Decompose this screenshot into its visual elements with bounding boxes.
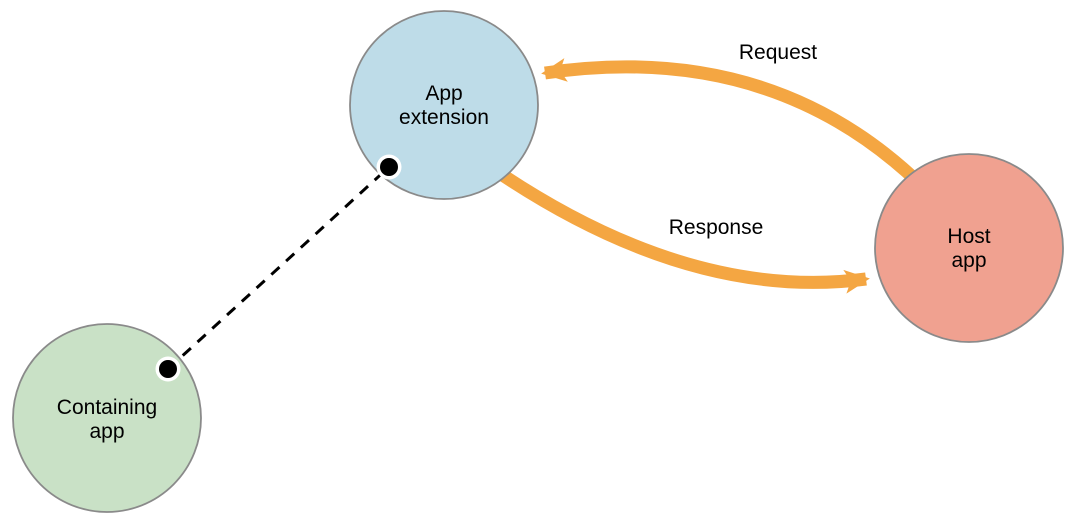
- containing-endpoint-dot: [159, 360, 177, 378]
- response-arrow: [491, 164, 870, 294]
- host-app-node: [874, 153, 1064, 343]
- extension-endpoint-dot: [380, 158, 398, 176]
- host-app-label-line2: app: [951, 249, 986, 272]
- containing-app-node: [12, 323, 202, 513]
- host-app-label-line1: Host: [947, 225, 990, 248]
- app-extension-label-line1: App: [425, 82, 462, 105]
- containing-to-extension-connector: [166, 165, 391, 371]
- app-extension-label-line2: extension: [399, 106, 489, 129]
- containing-app-label-line1: Containing: [57, 396, 157, 419]
- request-label: Request: [739, 41, 817, 64]
- containing-app-label-line2: app: [89, 420, 124, 443]
- app-extension-node: [349, 10, 539, 200]
- response-label: Response: [669, 216, 764, 239]
- request-arrow: [541, 58, 925, 189]
